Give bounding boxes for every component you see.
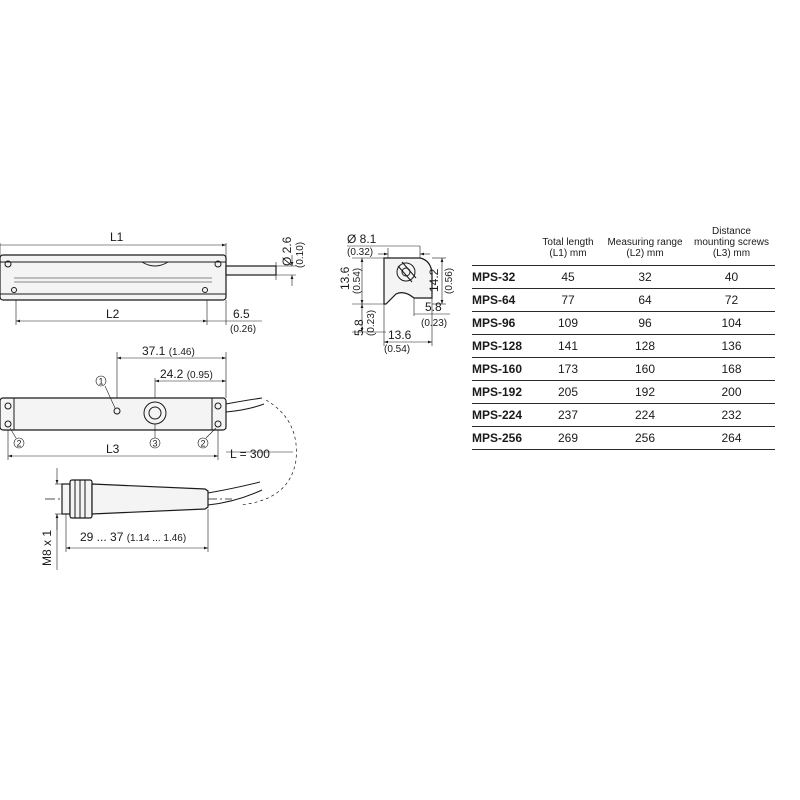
screw-distance-cell: 104 (688, 311, 775, 335)
model-cell: MPS-96 (472, 311, 534, 335)
screw-distance-cell: 168 (688, 357, 775, 381)
table-header-model (472, 226, 534, 266)
dim-dia-2-6-inch: (0.10) (295, 242, 306, 268)
dim-thread-m8: M8 x 1 (40, 530, 54, 566)
dim-L2: L2 (106, 307, 120, 321)
total-length-cell: 45 (534, 265, 602, 289)
measuring-range-cell: 256 (602, 426, 688, 450)
dim-5-8-horizontal: 5.8 (425, 300, 442, 314)
dim-24-2: 24.2 (0.95) (160, 367, 213, 381)
total-length-cell: 237 (534, 403, 602, 427)
dim-5-8-vertical-inch: (0.23) (366, 310, 377, 336)
model-cell: MPS-192 (472, 380, 534, 404)
measuring-range-cell: 32 (602, 265, 688, 289)
marker-3: 3 (153, 439, 158, 449)
connector-body (91, 483, 209, 515)
model-cell: MPS-32 (472, 265, 534, 289)
table-header-total-length: Total length (L1) mm (542, 237, 594, 259)
model-cell: MPS-160 (472, 357, 534, 381)
table-header-screw-distance: Distance mounting screws (L3) mm (693, 226, 770, 259)
model-cell: MPS-128 (472, 334, 534, 358)
connector-nut (61, 483, 71, 515)
dim-5-8-vertical: 5.8 (352, 319, 366, 336)
measuring-range-cell: 224 (602, 403, 688, 427)
screw-distance-cell: 136 (688, 334, 775, 358)
total-length-cell: 141 (534, 334, 602, 358)
measuring-range-cell: 160 (602, 357, 688, 381)
side-view: 37.1 (1.46) 24.2 (0.95) 1 2 3 2 (0, 344, 297, 506)
dim-dia-2-6: Ø 2.6 (280, 236, 294, 266)
dim-L1: L1 (110, 230, 124, 244)
total-length-cell: 77 (534, 288, 602, 312)
total-length-cell: 269 (534, 426, 602, 450)
dim-14-2-inch: (0.56) (444, 268, 455, 294)
model-cell: MPS-256 (472, 426, 534, 450)
measuring-range-cell: 96 (602, 311, 688, 335)
cable-length-label: L = 300 (230, 447, 270, 461)
dim-13-6-horizontal: 13.6 (388, 328, 412, 342)
screw-distance-cell: 232 (688, 403, 775, 427)
screw-distance-cell: 40 (688, 265, 775, 289)
dim-dia-8-1-inch: (0.32) (347, 247, 373, 258)
dim-6-5: 6.5 (233, 307, 250, 321)
marker-2-right: 2 (201, 439, 206, 449)
marker-2-left: 2 (17, 439, 22, 449)
led-indicator (113, 407, 121, 415)
screw-distance-cell: 264 (688, 426, 775, 450)
dim-13-6-vertical-inch: (0.54) (352, 268, 363, 294)
screw-distance-cell: 72 (688, 288, 775, 312)
table-header-row: Total length (L1) mm Measuring range (L2… (472, 226, 775, 266)
spec-table: Total length (L1) mm Measuring range (L2… (472, 226, 775, 450)
measuring-range-cell: 64 (602, 288, 688, 312)
model-cell: MPS-224 (472, 403, 534, 427)
total-length-cell: 109 (534, 311, 602, 335)
table-header-measuring-range: Measuring range (L2) mm (607, 237, 683, 259)
dim-37-1: 37.1 (1.46) (142, 344, 195, 358)
dim-5-8-horizontal-inch: (0.23) (421, 318, 447, 329)
model-cell: MPS-64 (472, 288, 534, 312)
screw-distance-cell: 200 (688, 380, 775, 404)
cross-section-view: Ø 8.1 (0.32) 13.6 (0.54) 14.2 (0.56) 5.8… (338, 232, 455, 355)
sensor-body-side (0, 397, 227, 431)
dim-13-6-vertical: 13.6 (338, 266, 352, 290)
total-length-cell: 173 (534, 357, 602, 381)
total-length-cell: 205 (534, 380, 602, 404)
dim-dia-8-1: Ø 8.1 (347, 232, 377, 246)
dim-13-6-horizontal-inch: (0.54) (384, 344, 410, 355)
dim-L3: L3 (106, 442, 120, 456)
connector-view: M8 x 1 29 ... 37 (1.14 ... 1.46) (40, 468, 263, 570)
measuring-range-cell: 128 (602, 334, 688, 358)
dim-14-2: 14.2 (427, 268, 441, 292)
marker-1: 1 (99, 377, 104, 387)
sensor-body-top (0, 254, 227, 301)
dim-6-5-inch: (0.26) (230, 324, 256, 335)
measuring-range-cell: 192 (602, 380, 688, 404)
top-view: L1 Ø 2.6 (0.10) L2 6.5 (0.26) (0, 230, 306, 335)
dim-connector-length: 29 ... 37 (1.14 ... 1.46) (80, 530, 186, 544)
